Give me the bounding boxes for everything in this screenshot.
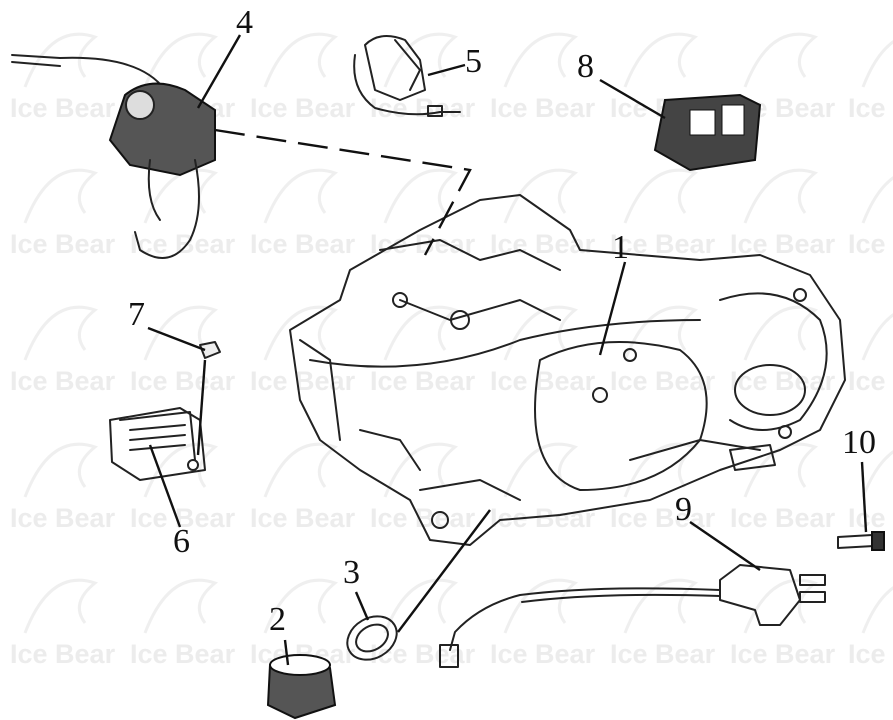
watermark-text: Ice Bear xyxy=(730,366,836,396)
leader-lines xyxy=(147,34,868,666)
watermark-bear-icon xyxy=(503,578,579,634)
watermark-text: Ice Bear xyxy=(848,503,893,533)
callout-8: 8 xyxy=(577,48,594,85)
callout-labels: 4 5 8 1 7 10 9 6 3 2 xyxy=(128,4,876,638)
watermark-bear-icon xyxy=(143,578,219,634)
watermark-text: Ice Bear xyxy=(130,503,236,533)
watermark-text: Ice Bear xyxy=(370,93,476,123)
watermark-text: Ice Bear xyxy=(730,229,836,259)
watermark-bear-icon xyxy=(383,32,459,88)
watermark-bear-icon xyxy=(263,168,339,224)
watermark-bear-icon xyxy=(623,442,699,498)
callout-7: 7 xyxy=(128,296,145,333)
watermark-text: Ice Bear xyxy=(730,503,836,533)
watermark-text: Ice Bear xyxy=(370,366,476,396)
watermark-bear-icon xyxy=(743,578,819,634)
callout-6: 6 xyxy=(173,523,190,560)
callout-3: 3 xyxy=(343,554,360,591)
watermark-bear-icon xyxy=(861,40,893,88)
watermark-text: Ice Bear xyxy=(10,639,116,669)
watermark-text: Ice Bear xyxy=(848,639,893,669)
watermark-bear-icon xyxy=(503,32,579,88)
watermark-bear-icon xyxy=(383,168,459,224)
callout-10: 10 xyxy=(842,424,876,461)
watermark-text: Ice Bear xyxy=(848,366,893,396)
watermark-text: Ice Bear xyxy=(610,366,716,396)
watermark-bear-icon xyxy=(623,168,699,224)
watermark-bear-icon xyxy=(861,313,893,361)
watermark-text: Ice Bear xyxy=(490,93,596,123)
watermark-bear-icon xyxy=(503,168,579,224)
watermark-bear-icon xyxy=(263,442,339,498)
watermark-text: Ice Bear xyxy=(10,93,116,123)
carburetor-part xyxy=(11,54,216,259)
watermark-bear-icon xyxy=(503,442,579,498)
watermark-text: Ice Bear xyxy=(250,93,356,123)
cdi-unit-part xyxy=(653,93,762,172)
watermark-text: Ice Bear xyxy=(610,639,716,669)
watermark-bear-icon xyxy=(383,442,459,498)
watermark-bear-icon xyxy=(743,305,819,361)
engine-part xyxy=(289,194,846,546)
watermark-bear-icon xyxy=(383,578,459,634)
watermark-text: Ice Bear xyxy=(730,639,836,669)
watermark-bear-icon xyxy=(383,305,459,361)
watermark-text: Ice Bear xyxy=(490,366,596,396)
watermark-text: Ice Bear xyxy=(370,503,476,533)
watermark-bear-icon xyxy=(23,32,99,88)
watermark-text: Ice Bear xyxy=(10,366,116,396)
watermark-bear-icon xyxy=(263,32,339,88)
watermark-bear-icon xyxy=(23,168,99,224)
watermark-text: Ice Bear xyxy=(490,639,596,669)
watermark-bear-icon xyxy=(263,305,339,361)
watermark-bear-icon xyxy=(623,32,699,88)
watermark-bear-icon xyxy=(143,168,219,224)
watermark-bear-icon xyxy=(743,442,819,498)
watermark-text: Ice Bear xyxy=(250,503,356,533)
watermark-bear-icon xyxy=(623,305,699,361)
watermark-text: Ice Bear xyxy=(250,366,356,396)
watermark-bear-icon xyxy=(861,176,893,224)
watermark-text: Ice Bear xyxy=(490,503,596,533)
watermark-bear-icon xyxy=(861,450,893,498)
watermark-bear-icon xyxy=(143,32,219,88)
watermark-bear-icon xyxy=(743,32,819,88)
watermark-text: Ice Bear xyxy=(10,503,116,533)
watermark-bear-icon xyxy=(23,442,99,498)
watermark-text: Ice Bear xyxy=(130,639,236,669)
watermark-bear-icon xyxy=(861,586,893,634)
intake-boot-part xyxy=(266,653,337,720)
callout-9: 9 xyxy=(675,491,692,528)
watermark-bear-icon xyxy=(503,305,579,361)
watermark-text: Ice Bear xyxy=(848,93,893,123)
bolt-10-part xyxy=(837,531,885,551)
watermark-text: Ice Bear xyxy=(130,366,236,396)
watermark-bear-icon xyxy=(263,578,339,634)
watermark-bear-icon xyxy=(23,578,99,634)
watermark-bear-icon xyxy=(623,578,699,634)
watermark-text: Ice Bear xyxy=(370,229,476,259)
watermark-text: Ice Bear xyxy=(250,229,356,259)
regulator-part xyxy=(109,407,206,481)
watermark-text: Ice Bear xyxy=(848,229,893,259)
watermark-bear-icon xyxy=(23,305,99,361)
callout-1: 1 xyxy=(612,229,629,266)
clamp-ring-part xyxy=(346,615,398,661)
callout-2: 2 xyxy=(269,601,286,638)
bolt-7-part xyxy=(196,341,221,456)
callout-4: 4 xyxy=(236,4,253,41)
callout-5: 5 xyxy=(465,43,482,80)
ignition-coil-part xyxy=(353,35,461,117)
watermark-text: Ice Bear xyxy=(10,229,116,259)
watermark-bear-icon xyxy=(743,168,819,224)
